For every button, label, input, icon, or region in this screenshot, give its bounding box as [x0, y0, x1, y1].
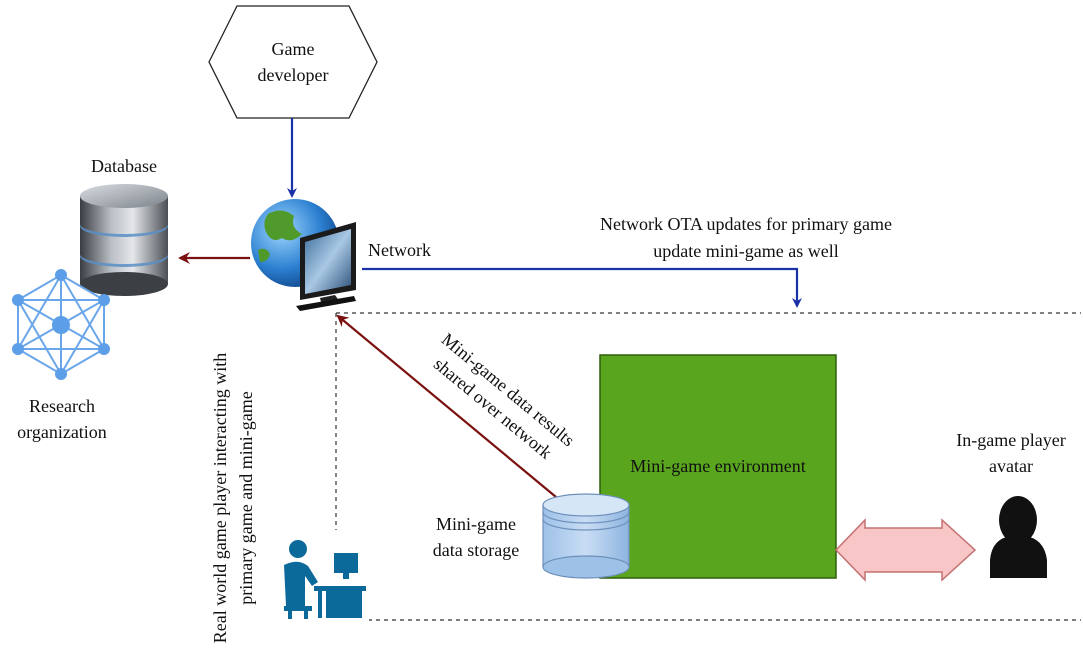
- mini-game-environment-box: [599, 354, 837, 579]
- avatar-label-line2: avatar: [989, 456, 1033, 476]
- mini-game-storage-label-line2: data storage: [433, 540, 519, 560]
- network-label: Network: [368, 240, 431, 260]
- mini-game-storage-label-line1: Mini-game: [436, 514, 516, 534]
- hexagon-shape: [208, 5, 378, 119]
- game-developer-node: Game developer: [208, 5, 378, 119]
- avatar-label-line1: In-game player: [956, 430, 1065, 450]
- real-world-player-label-line2: primary game and mini-game: [236, 391, 256, 604]
- game-boundary: [335, 312, 1081, 621]
- globe-monitor-icon: [251, 199, 356, 311]
- user-silhouette-icon: [990, 496, 1047, 578]
- mini-game-environment: Mini-game environment: [599, 354, 837, 579]
- research-organization-label-line2: organization: [17, 422, 107, 442]
- person-at-computer-icon: [278, 530, 369, 622]
- ota-update-label-line1: Network OTA updates for primary game: [600, 214, 892, 234]
- database-server-icon: [80, 184, 168, 296]
- database-label: Database: [91, 156, 157, 176]
- bidirectional-arrow-icon: [834, 518, 977, 582]
- real-world-player-label-line1: Real world game player interacting with: [210, 353, 230, 643]
- ota-update-label-line2: update mini-game as well: [653, 241, 838, 261]
- network-nodes-icon: [12, 269, 110, 380]
- mini-game-environment-label: Mini-game environment: [630, 456, 805, 476]
- game-developer-label-line2: developer: [258, 65, 329, 85]
- game-developer-label-line1: Game: [272, 39, 315, 59]
- results-to-network-arrow: [336, 314, 557, 498]
- research-organization-label-line1: Research: [29, 396, 95, 416]
- cylinder-storage-icon: [542, 493, 630, 579]
- ota-update-arrow: [362, 267, 802, 308]
